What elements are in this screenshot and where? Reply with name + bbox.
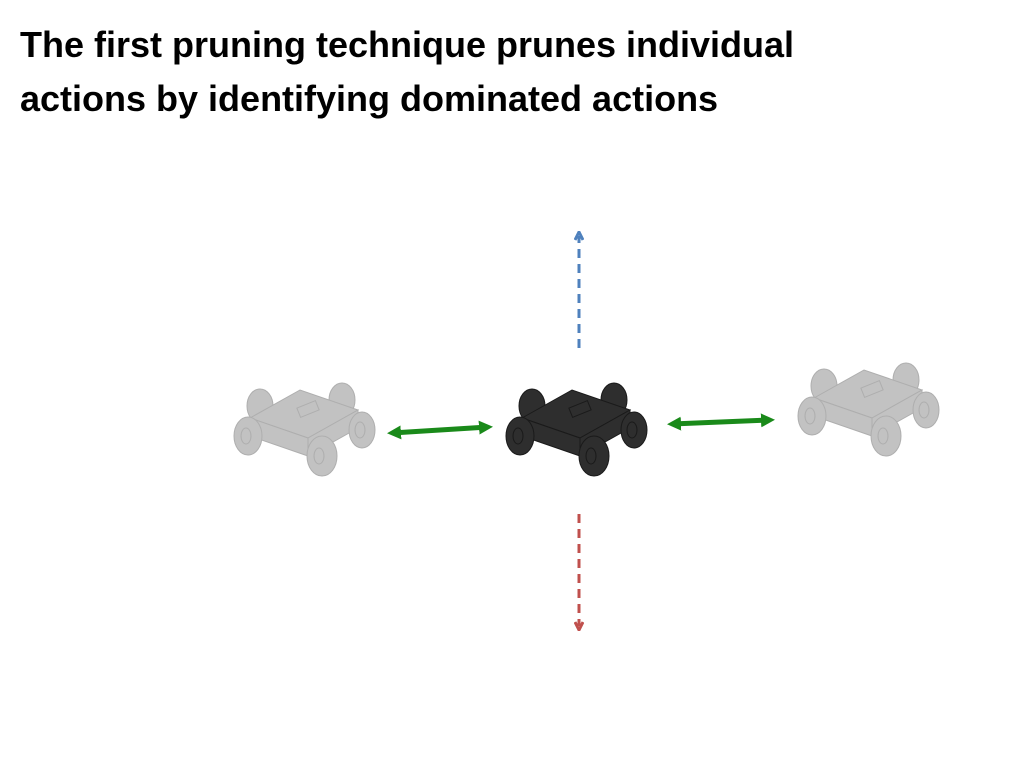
- left-action-arrow: [387, 420, 493, 440]
- slide-title: The first pruning technique prunes indiv…: [20, 18, 980, 126]
- right-action-arrow: [667, 413, 775, 431]
- title-line-2: actions by identifying dominated actions: [20, 78, 719, 119]
- robot-right: [data-name="robot-right"] .top { fill:#d…: [797, 362, 940, 457]
- robot-center: [data-name="robot-center"] .top { fill:#…: [505, 382, 648, 477]
- robot-left: [data-name="robot-left"] .top { fill:#d4…: [233, 382, 376, 477]
- title-line-1: The first pruning technique prunes indiv…: [20, 24, 795, 65]
